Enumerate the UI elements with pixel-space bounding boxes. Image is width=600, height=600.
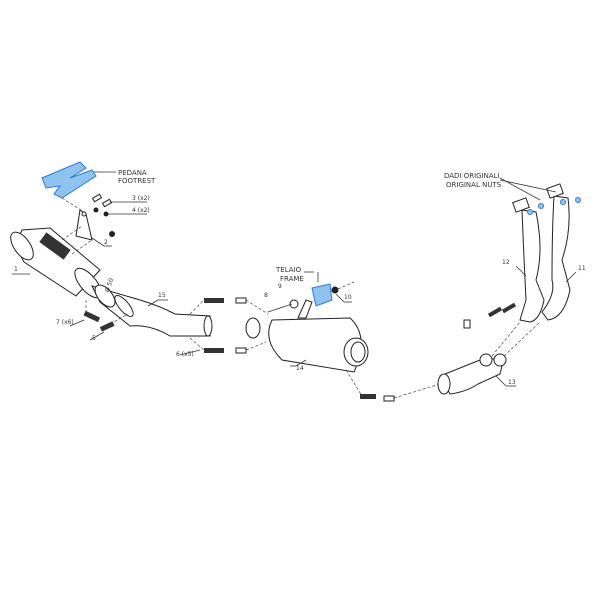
part-label-1: 1 <box>14 266 18 273</box>
frame-bracket-part <box>304 271 355 307</box>
footrest-part <box>41 161 116 199</box>
part-label-14: 14 <box>296 365 304 372</box>
part-label-4: 4 (x2) <box>132 207 150 214</box>
footrest-label-it: PEDANA <box>118 169 147 177</box>
part-label-15: 15 <box>158 292 166 299</box>
nuts-label-en: ORIGINAL NUTS <box>446 181 502 189</box>
muffler-part-14 <box>245 299 441 402</box>
part-label-6: 6 (x5) <box>176 351 194 358</box>
footrest-label-en: FOOTREST <box>118 177 156 185</box>
nuts-label-it: DADI ORIGINALI <box>444 172 500 180</box>
part-label-13: 13 <box>508 379 516 386</box>
springs-parts-5-6-7 <box>69 297 269 356</box>
screws-part-3-4 <box>91 193 147 237</box>
part-label-10: 10 <box>344 294 352 301</box>
part-label-5: 5 <box>92 335 96 342</box>
part-label-8: 8 <box>264 292 268 299</box>
part-label-9: 9 <box>278 283 282 290</box>
part-label-3: 3 (x2) <box>132 195 150 202</box>
collector-part-13 <box>437 302 541 395</box>
link-pipe-part-15 <box>91 284 213 337</box>
part-label-12: 12 <box>502 259 510 266</box>
frame-label-en: FRAME <box>280 275 304 283</box>
part-label-11: 11 <box>578 265 586 272</box>
part-label-7: 7 (x6) <box>56 319 74 326</box>
dimension-label: Ø 50 <box>104 277 116 293</box>
header-pipes-parts-11-12 <box>499 177 581 323</box>
part-label-2: 2 <box>104 239 108 246</box>
frame-label-it: TELAIO <box>275 266 302 274</box>
bracket-part-2 <box>61 197 112 247</box>
